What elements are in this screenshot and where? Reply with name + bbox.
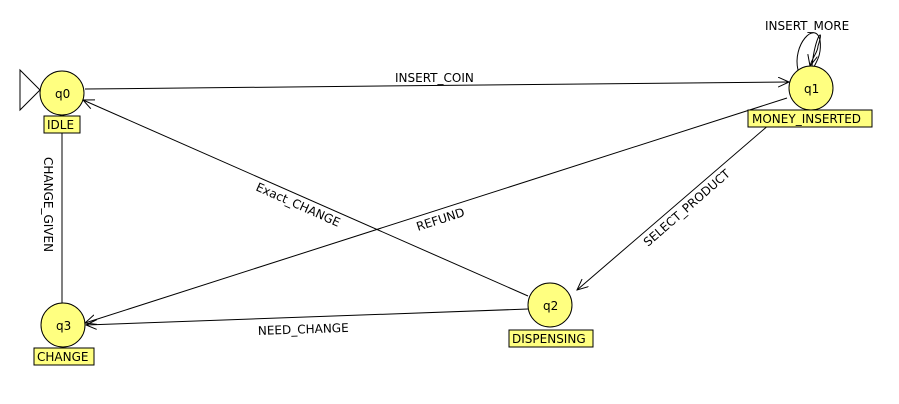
state-q0-name: IDLE [47, 118, 74, 132]
edge-q2-q0 [83, 100, 529, 297]
edge-label-insert-more: INSERT_MORE [765, 19, 849, 33]
edge-q1-q1-loop [796, 32, 821, 71]
state-q2-name: DISPENSING [512, 332, 586, 346]
edge-q1-q1 [810, 34, 821, 66]
state-q1[interactable]: q1 MONEY_INSERTED [747, 65, 873, 128]
edge-label-select-product: SELECT_PRODUCT [641, 166, 734, 249]
edge-label-insert-coin: INSERT_COIN [395, 71, 474, 85]
state-q3-label-box [33, 347, 95, 366]
edge-q2-q3 [86, 308, 529, 325]
state-q3[interactable]: q3 CHANGE [33, 302, 95, 366]
state-q1-name: MONEY_INSERTED [752, 112, 861, 126]
state-q0-id: q0 [55, 87, 70, 101]
state-q0[interactable]: q0 IDLE [39, 70, 85, 134]
state-q1-label-box [747, 109, 873, 128]
edge-q1-q3 [85, 97, 788, 323]
state-q3-name: CHANGE [37, 350, 88, 364]
edge-label-exact-change: Exact_CHANGE [254, 180, 343, 230]
state-q0-label-box [43, 115, 81, 134]
initial-state-marker [19, 68, 41, 112]
state-q3-id: q3 [56, 319, 71, 333]
state-q1-id: q1 [804, 82, 819, 96]
edge-q0-q1 [84, 82, 789, 90]
edge-label-need-change: NEED_CHANGE [258, 321, 349, 338]
state-q2-id: q2 [543, 299, 558, 313]
edge-label-change-given: CHANGE_GIVEN [41, 157, 55, 252]
state-q2-label-box [508, 329, 594, 348]
edge-q1-q2 [577, 123, 771, 290]
state-q2[interactable]: q2 DISPENSING [508, 282, 594, 348]
